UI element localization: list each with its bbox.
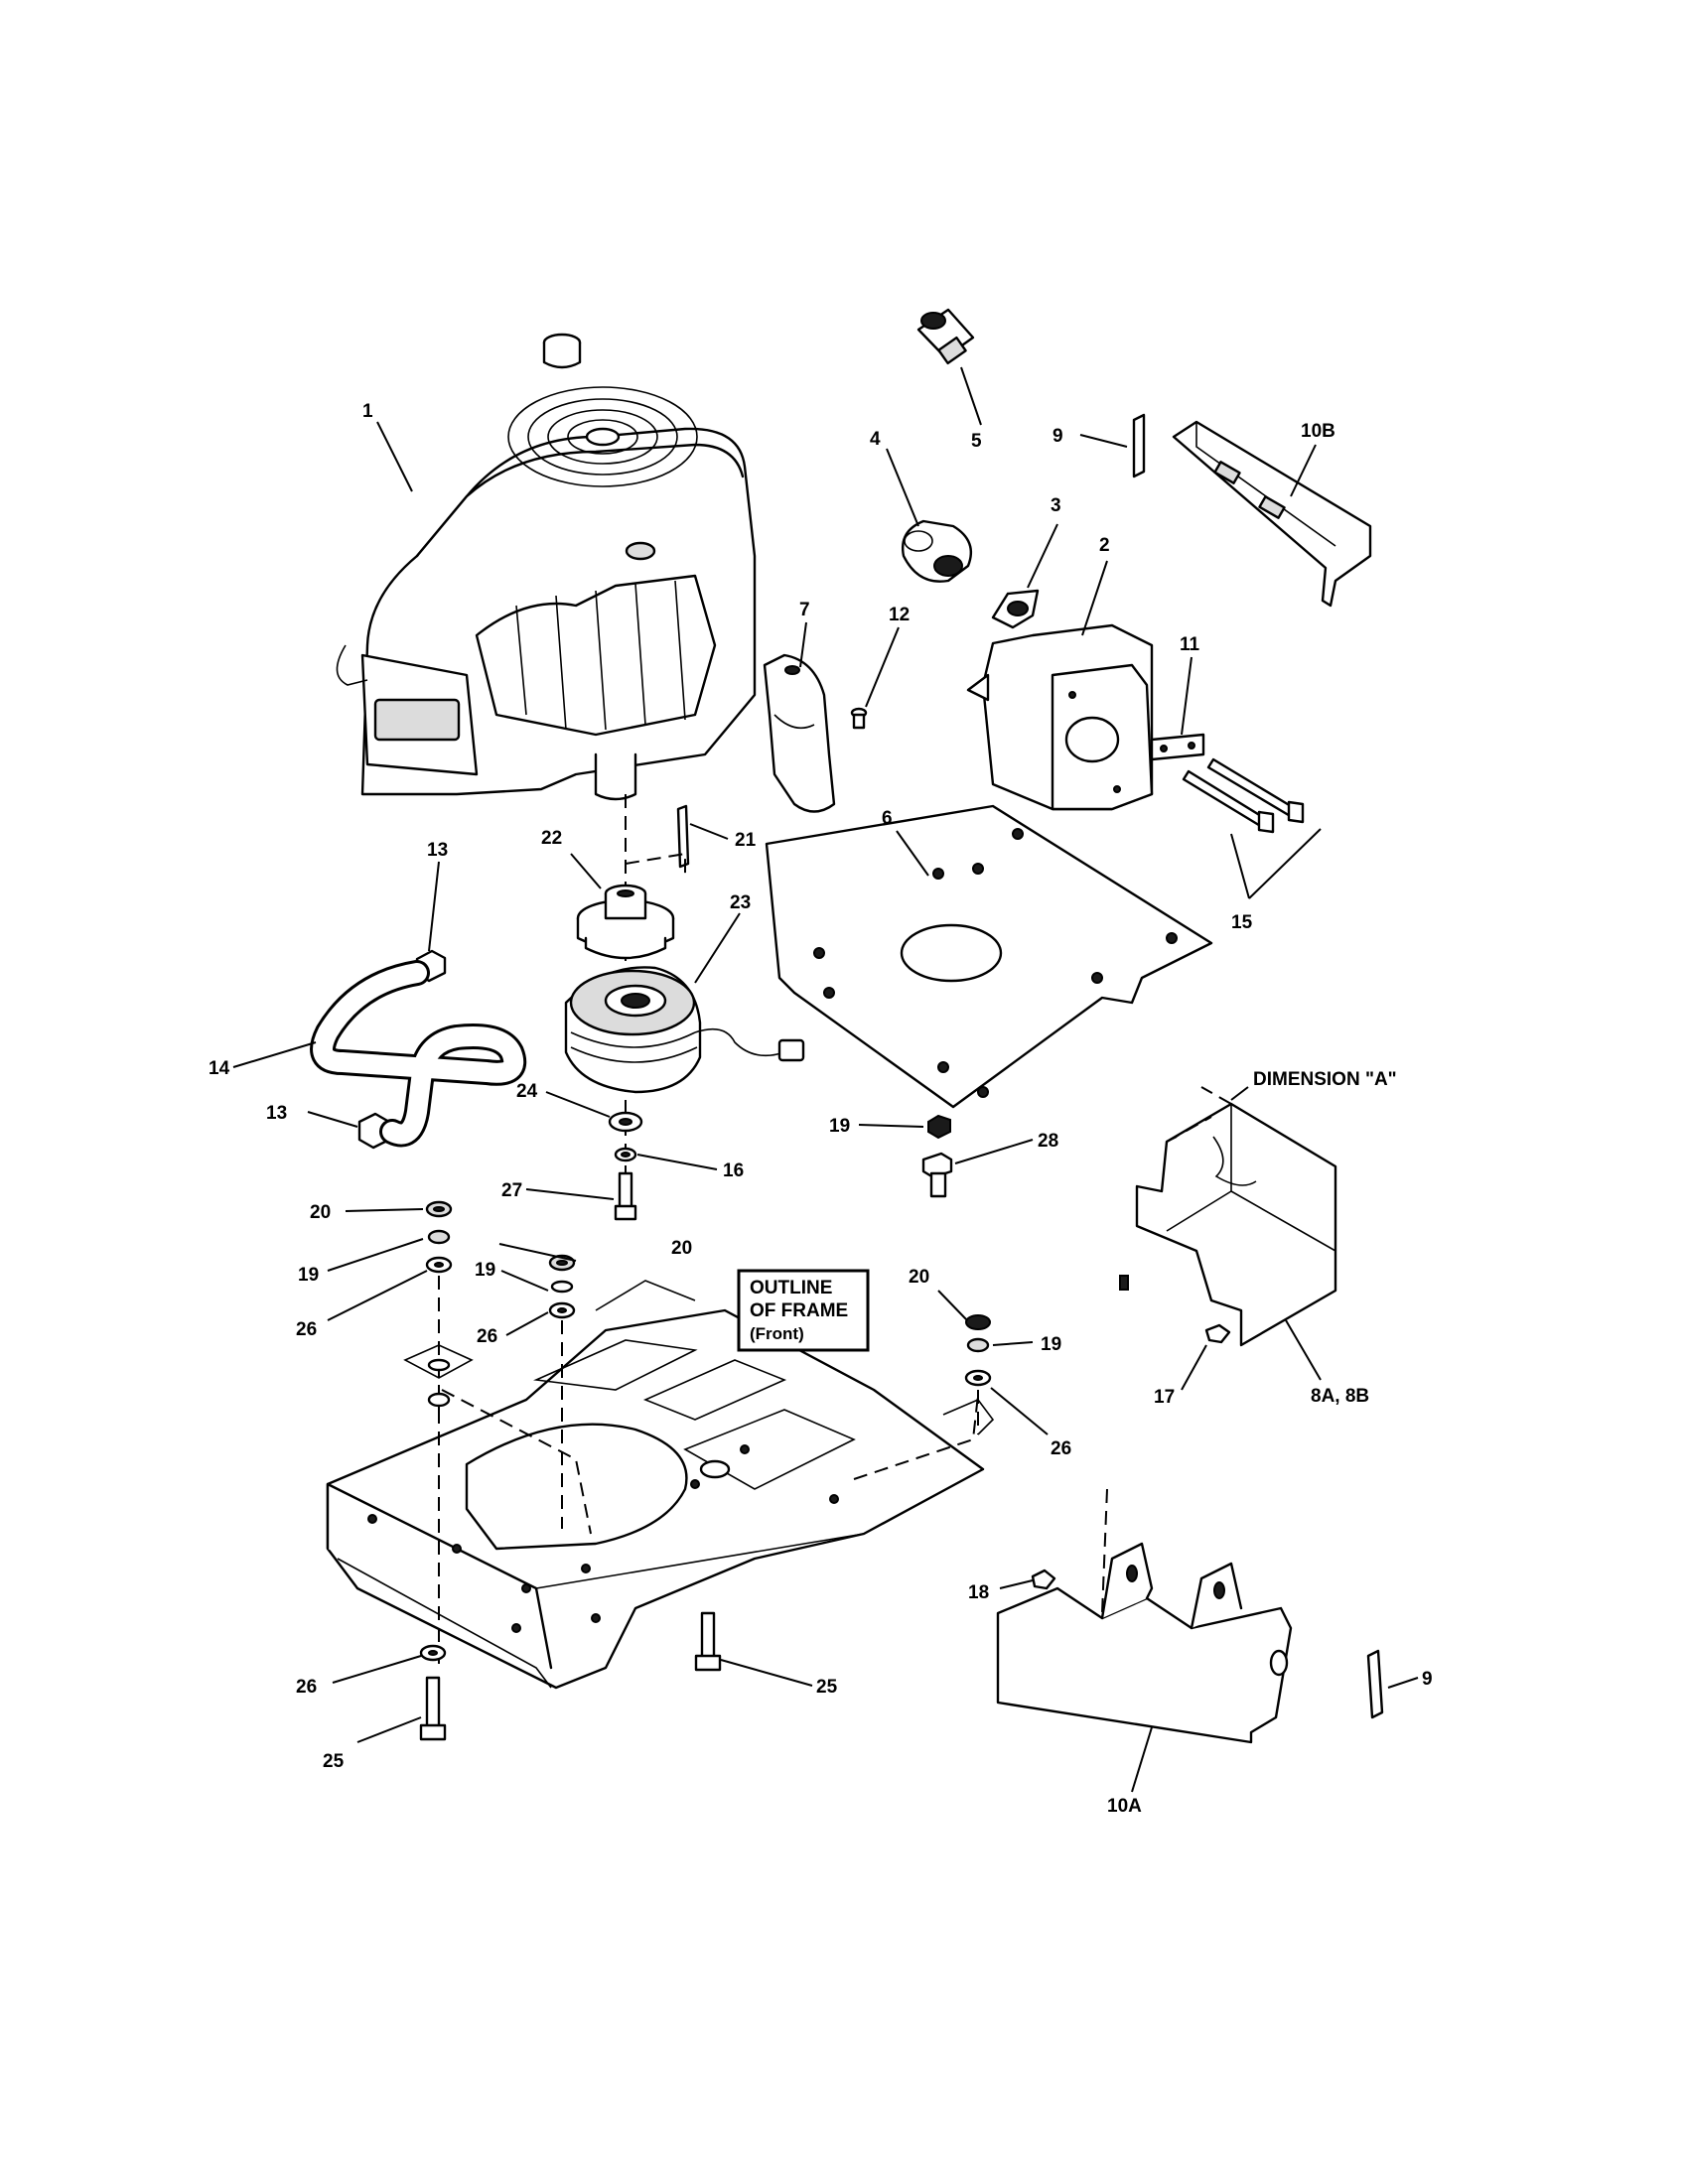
frame-note-line2: OF FRAME (750, 1300, 848, 1321)
bolt-28 (921, 1152, 953, 1198)
frame-note: OUTLINE OF FRAME (Front) (737, 1269, 870, 1352)
engine (336, 333, 757, 801)
plate-6 (765, 804, 1213, 1109)
nut-19-plate (927, 1114, 951, 1140)
shield-8ab (1119, 1086, 1337, 1347)
callout-25-mid: 25 (816, 1677, 838, 1698)
callout-19-left: 19 (298, 1265, 319, 1286)
muffler (966, 623, 1154, 811)
bolt-25-left (419, 1676, 447, 1741)
callout-9-bottom: 9 (1422, 1669, 1433, 1690)
callout-1: 1 (362, 401, 373, 422)
callout-11: 11 (1180, 634, 1200, 655)
dimension-a-label: DIMENSION "A" (1253, 1069, 1397, 1090)
fitting (916, 308, 975, 365)
gasket (991, 589, 1040, 629)
bolts-15 (1182, 757, 1305, 834)
washer-26-bottom (419, 1644, 447, 1662)
pipe-elbow (902, 519, 973, 583)
plate-11 (1150, 733, 1205, 761)
callout-13-bottom: 13 (266, 1103, 287, 1124)
callout-20-mid: 20 (671, 1238, 692, 1259)
callout-2: 2 (1099, 535, 1110, 556)
callout-24: 24 (516, 1081, 538, 1102)
bolt-25-mid (694, 1611, 722, 1672)
callout-8ab: 8A, 8B (1311, 1386, 1369, 1407)
screw-18 (1031, 1569, 1056, 1590)
callout-26-left: 26 (296, 1319, 317, 1340)
hose (310, 960, 527, 1148)
callout-27: 27 (501, 1180, 522, 1201)
key-21 (676, 804, 690, 869)
callout-19-right: 19 (1041, 1334, 1061, 1355)
heat-shield (763, 653, 836, 813)
callout-21: 21 (735, 830, 757, 851)
frame-note-line3: (Front) (750, 1324, 804, 1343)
callout-26-right: 26 (1051, 1438, 1071, 1459)
callout-28: 28 (1038, 1131, 1058, 1152)
callout-17: 17 (1154, 1387, 1175, 1408)
frame (326, 1280, 985, 1690)
key-guide-line (625, 852, 686, 874)
callout-13-top: 13 (427, 840, 448, 861)
spacer-bottom (1366, 1649, 1384, 1719)
callout-9-top: 9 (1052, 426, 1063, 447)
washer-24 (608, 1111, 643, 1133)
screw-12 (850, 707, 868, 730)
leader-lines (232, 366, 1419, 1793)
callout-22: 22 (541, 828, 562, 849)
frame-note-line1: OUTLINE (750, 1278, 832, 1298)
spacer-top (1132, 413, 1146, 478)
callout-12: 12 (889, 605, 910, 625)
washer-16 (614, 1147, 637, 1162)
callout-26-bottom: 26 (296, 1677, 317, 1698)
bracket-10b (1172, 420, 1372, 608)
callout-14: 14 (209, 1058, 230, 1079)
screw-17 (1204, 1323, 1231, 1344)
mount-stack-left (403, 1200, 474, 1668)
callout-19-plate: 19 (829, 1116, 850, 1137)
callout-15: 15 (1231, 912, 1253, 933)
callout-20-left: 20 (310, 1202, 331, 1223)
callout-18: 18 (968, 1582, 989, 1603)
clutch (564, 966, 805, 1094)
callout-20-right: 20 (909, 1267, 929, 1288)
callout-4: 4 (870, 429, 881, 450)
callout-3: 3 (1051, 495, 1061, 516)
bracket-10a (996, 1488, 1293, 1744)
callout-23: 23 (730, 892, 751, 913)
bolt-27 (614, 1171, 637, 1221)
callout-5: 5 (971, 431, 982, 452)
callout-10a: 10A (1107, 1796, 1142, 1817)
callout-10b: 10B (1301, 421, 1335, 442)
callout-labels: 1 5 3 4 2 9 10B 7 12 11 15 6 21 22 23 13… (209, 401, 1433, 1817)
callout-26-mid: 26 (477, 1326, 497, 1347)
callout-6: 6 (882, 808, 893, 829)
pulley (576, 884, 675, 960)
mount-stack-right (942, 1314, 995, 1435)
callout-16: 16 (723, 1160, 744, 1181)
callout-7: 7 (799, 600, 810, 620)
callout-25-left: 25 (323, 1751, 345, 1772)
callout-19-mid: 19 (475, 1260, 495, 1281)
